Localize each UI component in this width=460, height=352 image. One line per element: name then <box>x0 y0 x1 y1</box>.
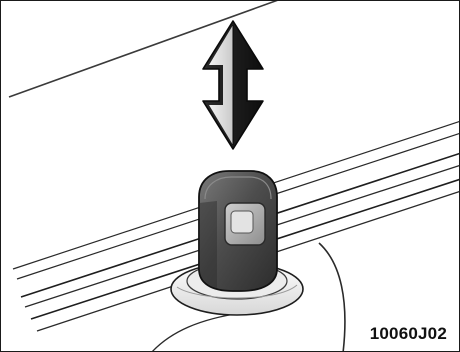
up-down-arrow-icon <box>202 20 264 150</box>
push-button-icon <box>198 170 278 292</box>
figure-code-label: 10060J02 <box>369 324 447 343</box>
